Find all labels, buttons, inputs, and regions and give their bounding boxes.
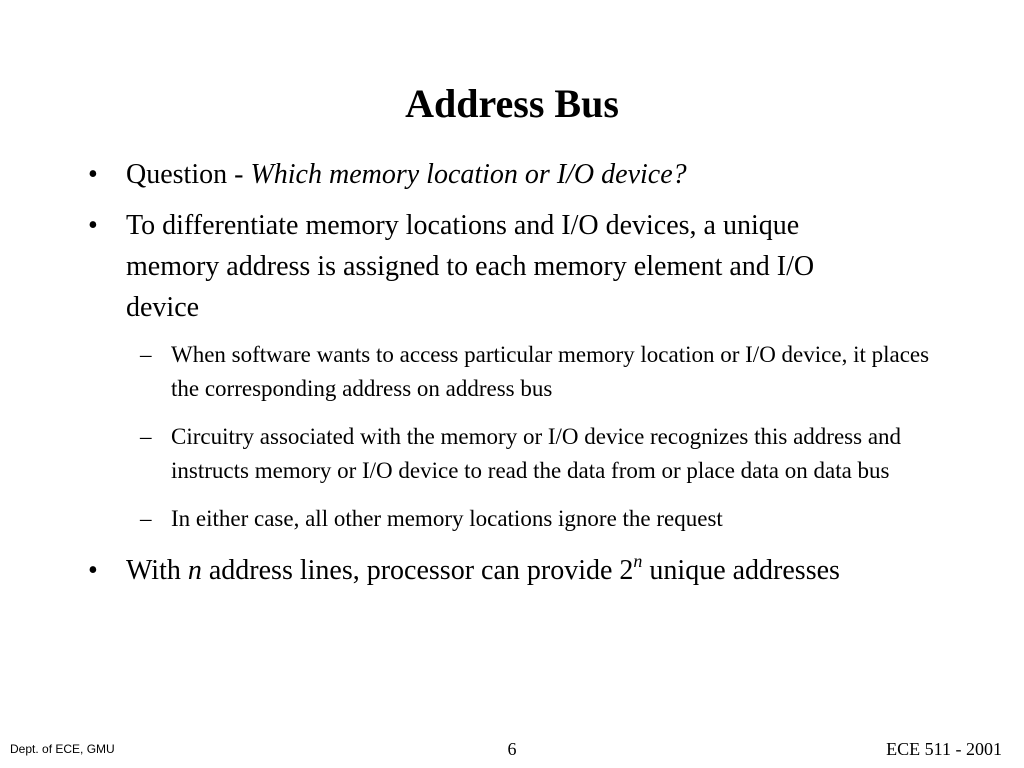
bullet-differentiate-text: To differentiate memory locations and I/… — [126, 210, 815, 323]
dash-marker: – — [140, 342, 152, 367]
footer-course: ECE 511 - 2001 — [886, 739, 1002, 759]
bullet-question-prefix: Question - — [126, 159, 251, 190]
bullet-address-lines-mid: address lines, processor can provide 2 — [201, 555, 634, 586]
subbullet-either-case-text: In either case, all other memory locatio… — [171, 506, 723, 531]
bullet-address-lines-var: n — [187, 555, 202, 586]
bullet-marker: • — [88, 555, 98, 586]
bullet-address-lines-pre: With — [126, 555, 188, 586]
subbullet-software: – When software wants to access particul… — [0, 338, 941, 406]
subbullet-circuitry-text: Circuitry associated with the memory or … — [171, 424, 902, 483]
bullet-question-emphasis: Which memory location or I/O device? — [250, 159, 687, 190]
dash-marker: – — [140, 506, 152, 531]
dash-marker: – — [140, 424, 152, 449]
slide-content: • Question - Which memory location or I/… — [0, 154, 1024, 601]
subbullet-software-text: When software wants to access particular… — [171, 342, 930, 401]
bullet-address-lines-post: unique addresses — [642, 555, 840, 586]
subbullet-either-case: – In either case, all other memory locat… — [0, 502, 941, 536]
bullet-question: • Question - Which memory location or I/… — [0, 154, 866, 195]
bullet-address-lines-exponent: n — [633, 551, 643, 571]
slide-title: Address Bus — [405, 81, 619, 126]
footer-department: Dept. of ECE, GMU — [10, 742, 115, 756]
bullet-marker: • — [88, 210, 98, 241]
footer-page-number: 6 — [507, 739, 517, 759]
subbullet-circuitry: – Circuitry associated with the memory o… — [0, 420, 941, 488]
bullet-address-lines: • With n address lines, processor can pr… — [0, 550, 866, 591]
bullet-marker: • — [88, 159, 98, 190]
bullet-differentiate: • To differentiate memory locations and … — [0, 205, 866, 328]
